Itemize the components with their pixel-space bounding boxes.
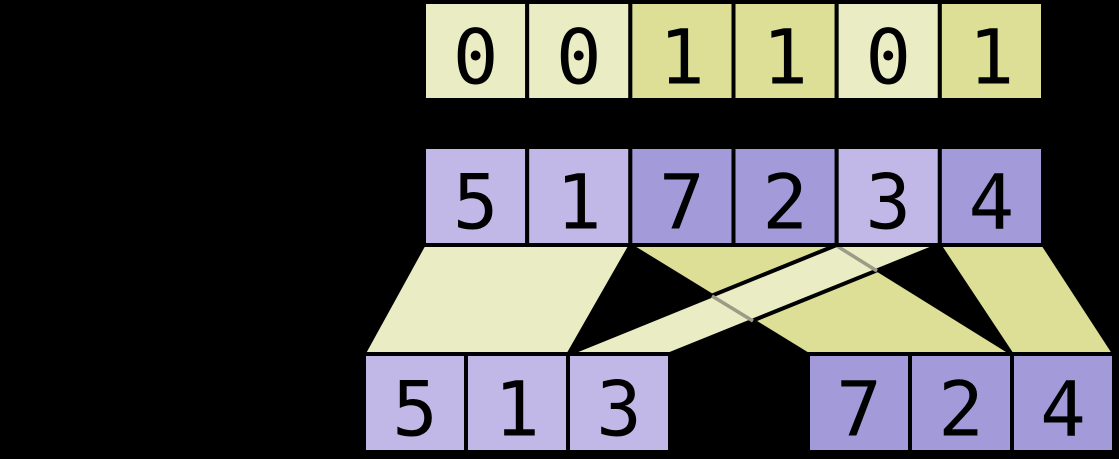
output-left-row-cell: 1	[464, 352, 570, 454]
flags-row-cell: 1	[628, 0, 736, 102]
input-row-cell: 7	[628, 145, 736, 247]
cell-value: 0	[865, 13, 911, 102]
cell-value: 5	[453, 158, 499, 247]
cell-box	[628, 0, 736, 102]
flags-row-cell: 0	[422, 0, 530, 102]
cell-value: 3	[596, 365, 642, 454]
cell-box	[422, 0, 530, 102]
cell-value: 5	[392, 365, 438, 454]
flags-row-cell: 1	[731, 0, 839, 102]
cell-value: 3	[865, 158, 911, 247]
output-right-row-cell: 4	[1010, 352, 1116, 454]
cell-value: 1	[659, 13, 705, 102]
cell-box	[937, 145, 1046, 247]
cell-box	[937, 0, 1046, 102]
cell-value: 0	[453, 13, 499, 102]
cell-box	[1010, 352, 1116, 454]
cell-value: 1	[556, 158, 602, 247]
cell-box	[525, 145, 633, 247]
flags-row-cell: 0	[525, 0, 633, 102]
cell-box	[834, 0, 942, 102]
cell-box	[566, 352, 672, 454]
covered-edge-hint	[711, 294, 754, 323]
output-left-row-cell: 5	[362, 352, 468, 454]
output-right-row-cell: 7	[806, 352, 912, 454]
covered-edge-hint	[836, 244, 878, 273]
cell-value: 7	[836, 365, 882, 454]
cell-value: 1	[969, 13, 1015, 102]
input-row-cell: 1	[525, 145, 633, 247]
output-left-row-cell: 3	[566, 352, 672, 454]
cell-box	[731, 0, 839, 102]
input-row-cell: 5	[422, 145, 530, 247]
cell-box	[628, 145, 736, 247]
flags-row-cell: 1	[937, 0, 1046, 102]
cell-value: 0	[556, 13, 602, 102]
flags-row-cell: 0	[834, 0, 942, 102]
cell-value: 7	[659, 158, 705, 247]
output-right-row-cell: 2	[908, 352, 1014, 454]
overlap-hints-layer	[711, 244, 878, 323]
input-row-cell: 3	[834, 145, 942, 247]
cell-value: 2	[762, 158, 808, 247]
cell-value: 4	[969, 158, 1015, 247]
cell-box	[806, 352, 912, 454]
cell-box	[731, 145, 839, 247]
cell-value: 1	[494, 365, 540, 454]
cell-box	[362, 352, 468, 454]
cell-value: 2	[938, 365, 984, 454]
input-row-cell: 4	[937, 145, 1046, 247]
cell-value: 1	[762, 13, 808, 102]
input-row-cell: 2	[731, 145, 839, 247]
cell-value: 4	[1040, 365, 1086, 454]
